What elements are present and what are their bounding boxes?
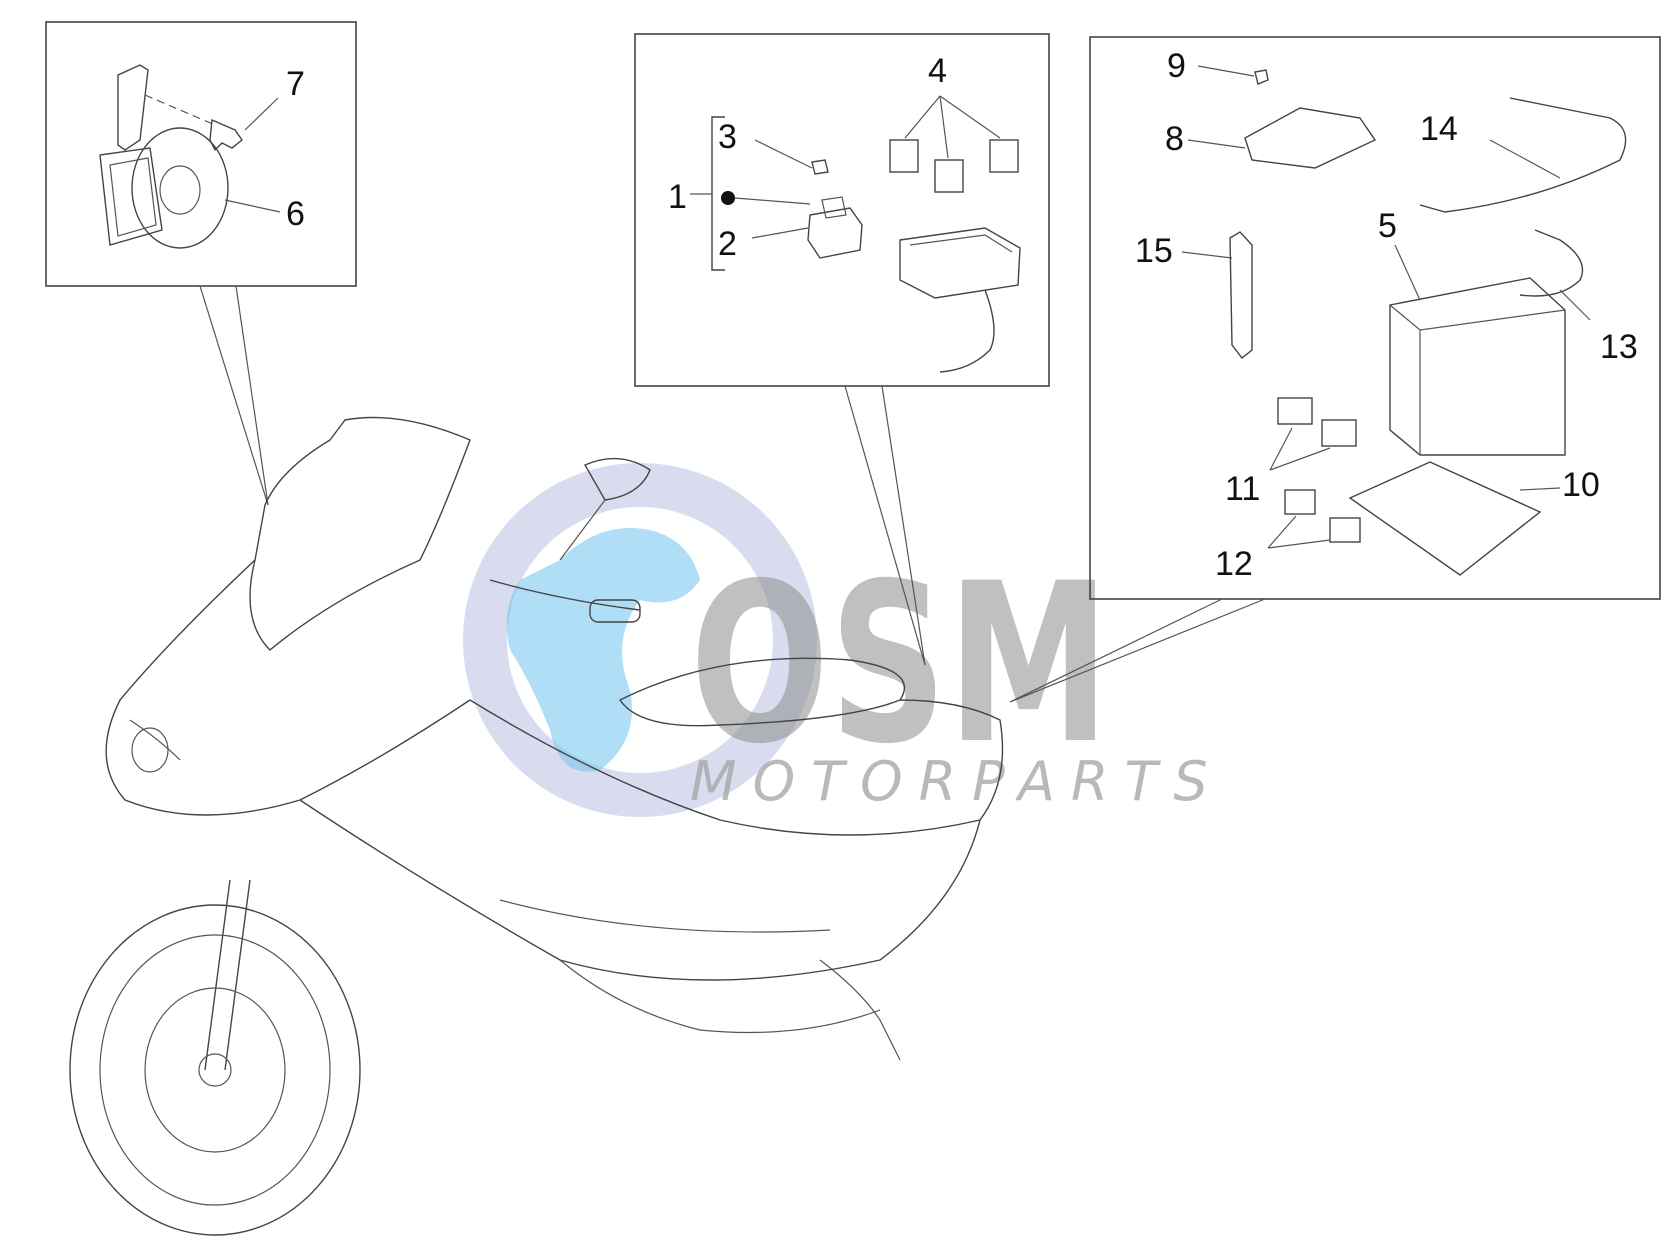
callout-1: 1 bbox=[668, 178, 687, 216]
callout-11: 11 bbox=[1225, 470, 1260, 508]
callout-9: 9 bbox=[1167, 47, 1186, 85]
callout-8: 8 bbox=[1165, 120, 1184, 158]
callout-labels: 1 2 3 4 5 6 7 8 9 10 11 12 13 14 15 bbox=[286, 47, 1638, 583]
callout-5: 5 bbox=[1378, 207, 1397, 245]
callout-15: 15 bbox=[1135, 232, 1173, 270]
callout-4: 4 bbox=[928, 52, 947, 90]
watermark: OSM MOTORPARTS bbox=[463, 463, 1224, 817]
fuse-relay-detail-box bbox=[634, 33, 1050, 387]
scooter-outline bbox=[69, 416, 1004, 1236]
callout-14: 14 bbox=[1420, 110, 1458, 148]
callout-12: 12 bbox=[1215, 545, 1253, 583]
battery-detail-box bbox=[1089, 36, 1661, 600]
callout-6: 6 bbox=[286, 195, 305, 233]
callout-13: 13 bbox=[1600, 328, 1638, 366]
horn-detail-box bbox=[45, 21, 357, 287]
watermark-globe-icon bbox=[506, 528, 700, 772]
watermark-subtext: MOTORPARTS bbox=[690, 750, 1224, 813]
box-leaders bbox=[199, 285, 1266, 703]
callout-7: 7 bbox=[286, 65, 305, 103]
reference-dot bbox=[721, 191, 735, 205]
callout-10: 10 bbox=[1562, 466, 1600, 504]
callout-3: 3 bbox=[718, 118, 737, 156]
callout-2: 2 bbox=[718, 225, 737, 263]
